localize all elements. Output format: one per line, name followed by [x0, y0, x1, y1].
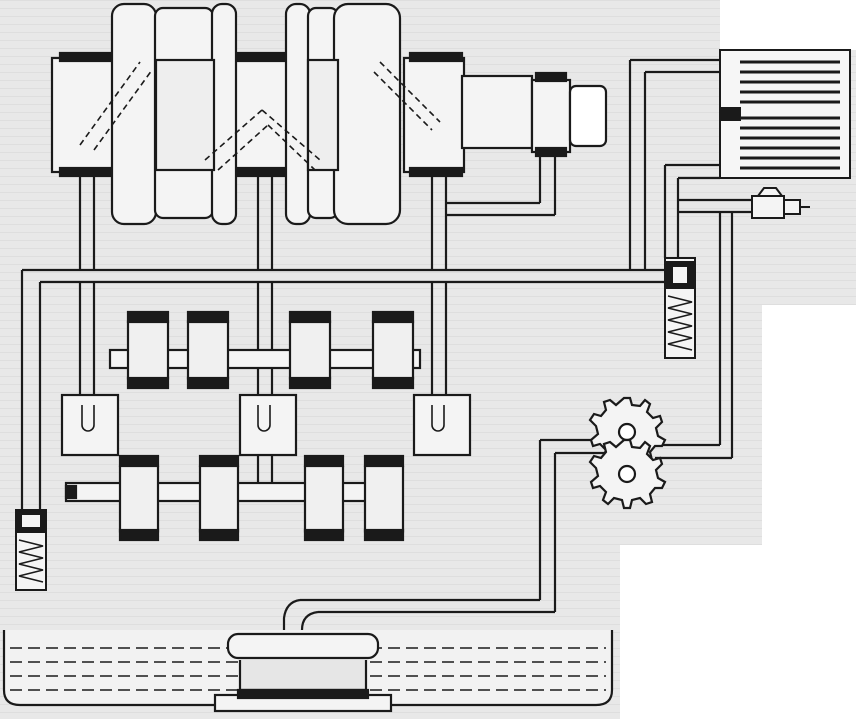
pressure-relief-valve-left: [15, 509, 47, 591]
oil-pressure-switch: [751, 187, 810, 219]
main-bearing-1: [50, 56, 122, 174]
cam-lobe: [363, 458, 405, 540]
oil-pump: [588, 396, 667, 510]
cam-lobe: [118, 458, 160, 540]
oil-pipes: [20, 58, 755, 614]
cam-follower-1: [60, 393, 120, 457]
cam-lobe: [303, 458, 345, 540]
cam-followers: [60, 393, 472, 457]
oil-sump: [2, 630, 614, 713]
pulley: [530, 71, 608, 158]
cam-lobe: [186, 313, 230, 387]
oil-cooler: [719, 49, 851, 179]
camshaft-upper: [108, 310, 422, 390]
camshaft-lower: [64, 454, 405, 542]
crankshaft: [50, 2, 534, 226]
pickup-pipe: [282, 598, 319, 660]
cam-lobe: [198, 458, 240, 540]
cam-lobe: [288, 313, 332, 387]
cam-follower-3: [412, 393, 472, 457]
pressure-relief-valve-right: [664, 257, 696, 359]
cam-follower-2: [238, 393, 298, 457]
cam-lobe: [371, 313, 415, 387]
pickup-strainer: [226, 632, 380, 660]
cam-lobe: [126, 313, 170, 387]
